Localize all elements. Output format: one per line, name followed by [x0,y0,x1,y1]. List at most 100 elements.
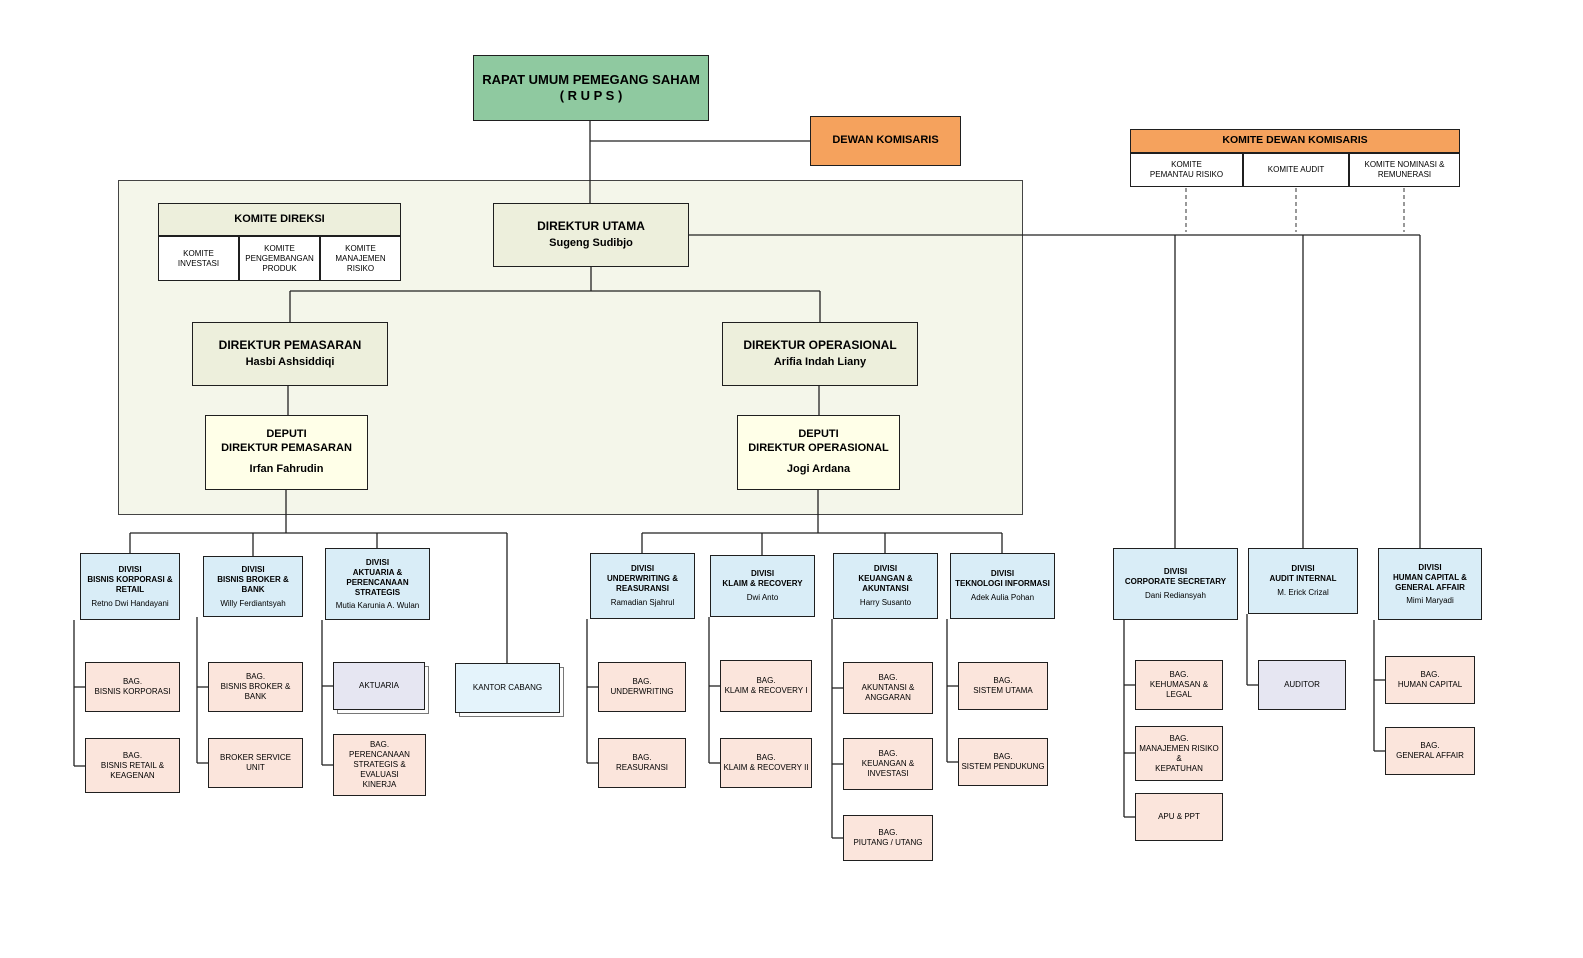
unit-label: BAG. BISNIS KORPORASI [94,677,171,696]
unit-label: BAG. BISNIS BROKER & BANK [220,672,291,701]
division-title: DIVISI HUMAN CAPITAL & GENERAL AFFAIR [1393,562,1467,592]
unit-label: BAG. BISNIS RETAIL & KEAGENAN [100,750,165,780]
deputi-operasional-name: Jogi Ardana [786,463,851,476]
unit-label: AKTUARIA [358,681,399,690]
unit-bag-keuangan-investasi: BAG. KEUANGAN & INVESTASI [843,738,933,790]
division-title: DIVISI AKTUARIA & PERENCANAAN STRATEGIS [346,557,409,597]
unit-label: BAG. PIUTANG / UTANG [853,828,923,847]
unit-label: BAG. SISTEM UTAMA [973,676,1033,695]
unit-bag-bisnis-korporasi: BAG. BISNIS KORPORASI [85,662,180,712]
division-title: DIVISI KLAIM & RECOVERY [722,569,803,588]
unit-apu-ppt: APU & PPT [1135,793,1223,841]
komite-manajemen-risiko-cell: KOMITE MANAJEMEN RISIKO [320,236,401,281]
division-head-name: Dani Rediansyah [1145,591,1206,600]
deputi-direktur-pemasaran-box: DEPUTI DIREKTUR PEMASARAN Irfan Fahrudin [205,415,368,490]
unit-bag-human-capital: BAG. HUMAN CAPITAL [1385,656,1475,704]
unit-label: BAG. AKUNTANSI & ANGGARAN [861,673,915,702]
division-head-name: M. Erick Crizal [1277,588,1329,597]
unit-label: BAG. KLAIM & RECOVERY II [723,753,809,772]
unit-bag-underwriting: BAG. UNDERWRITING [598,662,686,712]
division-title: DIVISI AUDIT INTERNAL [1269,564,1337,583]
unit-bag-general-affair: BAG. GENERAL AFFAIR [1385,727,1475,775]
unit-label: BAG. KEUANGAN & INVESTASI [861,749,915,778]
direktur-operasional-box: DIREKTUR OPERASIONAL Arifia Indah Liany [722,322,918,386]
direktur-utama-title: DIREKTUR UTAMA [537,219,645,234]
direktur-utama-name: Sugeng Sudibjo [549,237,633,250]
unit-bag-piutang-utang: BAG. PIUTANG / UTANG [843,815,933,861]
unit-label: BAG. MANAJEMEN RISIKO & KEPATUHAN [1139,733,1219,773]
unit-bag-manajemen-risiko-kepatuhan: BAG. MANAJEMEN RISIKO & KEPATUHAN [1135,726,1223,781]
unit-aktuaria: AKTUARIA [333,662,425,710]
unit-label: BAG. UNDERWRITING [610,677,674,696]
unit-bag-perencanaan-strategis: BAG. PERENCANAAN STRATEGIS & EVALUASI KI… [333,734,426,796]
unit-bag-sistem-pendukung: BAG. SISTEM PENDUKUNG [958,738,1048,786]
komite-investasi-cell: KOMITE INVESTASI [158,236,239,281]
division-head-name: Willy Ferdiantsyah [220,598,286,608]
rups-box: RAPAT UMUM PEMEGANG SAHAM ( R U P S ) [473,55,709,121]
direktur-pemasaran-title: DIREKTUR PEMASARAN [218,338,362,353]
unit-label: BAG. SISTEM PENDUKUNG [961,752,1045,771]
division-title: DIVISI UNDERWRITING & REASURANSI [607,564,678,593]
unit-bag-klaim-recovery-2: BAG. KLAIM & RECOVERY II [720,738,812,788]
division-corporate-secretary: DIVISI CORPORATE SECRETARY Dani Rediansy… [1113,548,1238,620]
kantor-cabang-label: KANTOR CABANG [472,683,543,692]
unit-label: APU & PPT [1158,812,1200,821]
dewan-komisaris-box: DEWAN KOMISARIS [810,116,961,166]
direktur-pemasaran-name: Hasbi Ashsiddiqi [245,356,335,369]
komite-pemantau-risiko-cell: KOMITE PEMANTAU RISIKO [1130,153,1243,187]
direktur-operasional-name: Arifia Indah Liany [773,356,867,369]
dewan-komisaris-label: DEWAN KOMISARIS [832,134,939,147]
komite-dewan-komisaris-title: KOMITE DEWAN KOMISARIS [1222,134,1368,147]
unit-bag-sistem-utama: BAG. SISTEM UTAMA [958,662,1048,710]
komite-direksi-header: KOMITE DIREKSI [158,203,401,236]
unit-broker-service-unit: BROKER SERVICE UNIT [208,738,303,788]
komite-audit-label: KOMITE AUDIT [1267,165,1325,174]
direktur-utama-box: DIREKTUR UTAMA Sugeng Sudibjo [493,203,689,267]
unit-label: BAG. KEHUMASAN & LEGAL [1149,670,1209,699]
division-teknologi-informasi: DIVISI TEKNOLOGI INFORMASI Adek Aulia Po… [950,553,1055,619]
division-aktuaria-perencanaan-strategis: DIVISI AKTUARIA & PERENCANAAN STRATEGIS … [325,548,430,620]
komite-nominasi-remunerasi-cell: KOMITE NOMINASI & REMUNERASI [1349,153,1460,187]
komite-pemantau-risiko-label: KOMITE PEMANTAU RISIKO [1149,160,1224,179]
komite-investasi-label: KOMITE INVESTASI [177,248,220,268]
division-bisnis-korporasi-retail: DIVISI BISNIS KORPORASI & RETAIL Retno D… [80,553,180,620]
komite-nominasi-remunerasi-label: KOMITE NOMINASI & REMUNERASI [1364,160,1445,179]
unit-label: BROKER SERVICE UNIT [220,753,291,772]
division-klaim-recovery: DIVISI KLAIM & RECOVERY Dwi Anto [710,555,815,617]
kantor-cabang-box: KANTOR CABANG [455,663,560,713]
unit-bag-kehumasan-legal: BAG. KEHUMASAN & LEGAL [1135,660,1223,710]
unit-label: BAG. HUMAN CAPITAL [1397,670,1463,689]
unit-label: BAG. PERENCANAAN STRATEGIS & EVALUASI KI… [349,740,410,789]
deputi-operasional-title: DEPUTI DIREKTUR OPERASIONAL [748,427,889,454]
unit-label: AUDITOR [1284,680,1320,689]
division-title: DIVISI TEKNOLOGI INFORMASI [955,569,1050,588]
division-title: DIVISI KEUANGAN & AKUNTANSI [858,564,913,593]
division-head-name: Retno Dwi Handayani [91,598,169,608]
division-head-name: Ramadian Sjahrul [610,598,675,607]
unit-bag-klaim-recovery-1: BAG. KLAIM & RECOVERY I [720,660,812,712]
direktur-pemasaran-box: DIREKTUR PEMASARAN Hasbi Ashsiddiqi [192,322,388,386]
deputi-pemasaran-title: DEPUTI DIREKTUR PEMASARAN [221,427,352,454]
unit-label: BAG. KLAIM & RECOVERY I [724,676,808,695]
rups-subtitle: ( R U P S ) [559,88,623,103]
komite-pengembangan-produk-label: KOMITE PENGEMBANGAN PRODUK [245,243,314,273]
division-human-capital-general-affair: DIVISI HUMAN CAPITAL & GENERAL AFFAIR Mi… [1378,548,1482,620]
division-keuangan-akuntansi: DIVISI KEUANGAN & AKUNTANSI Harry Susant… [833,553,938,619]
division-head-name: Mimi Maryadi [1406,595,1454,605]
deputi-pemasaran-name: Irfan Fahrudin [249,463,324,476]
komite-pengembangan-produk-cell: KOMITE PENGEMBANGAN PRODUK [239,236,320,281]
division-head-name: Dwi Anto [746,593,779,602]
division-head-name: Harry Susanto [859,598,912,607]
komite-audit-cell: KOMITE AUDIT [1243,153,1349,187]
unit-bag-reasuransi: BAG. REASURANSI [598,738,686,788]
division-head-name: Adek Aulia Pohan [970,593,1035,602]
unit-bag-bisnis-retail-keagenan: BAG. BISNIS RETAIL & KEAGENAN [85,738,180,793]
division-title: DIVISI BISNIS KORPORASI & RETAIL [87,564,173,594]
division-title: DIVISI BISNIS BROKER & BANK [217,564,289,594]
rups-title: RAPAT UMUM PEMEGANG SAHAM [482,71,700,87]
division-head-name: Mutia Karunia A. Wulan [335,600,420,610]
unit-label: BAG. REASURANSI [615,753,668,772]
division-title: DIVISI CORPORATE SECRETARY [1124,567,1227,586]
unit-auditor: AUDITOR [1258,660,1346,710]
